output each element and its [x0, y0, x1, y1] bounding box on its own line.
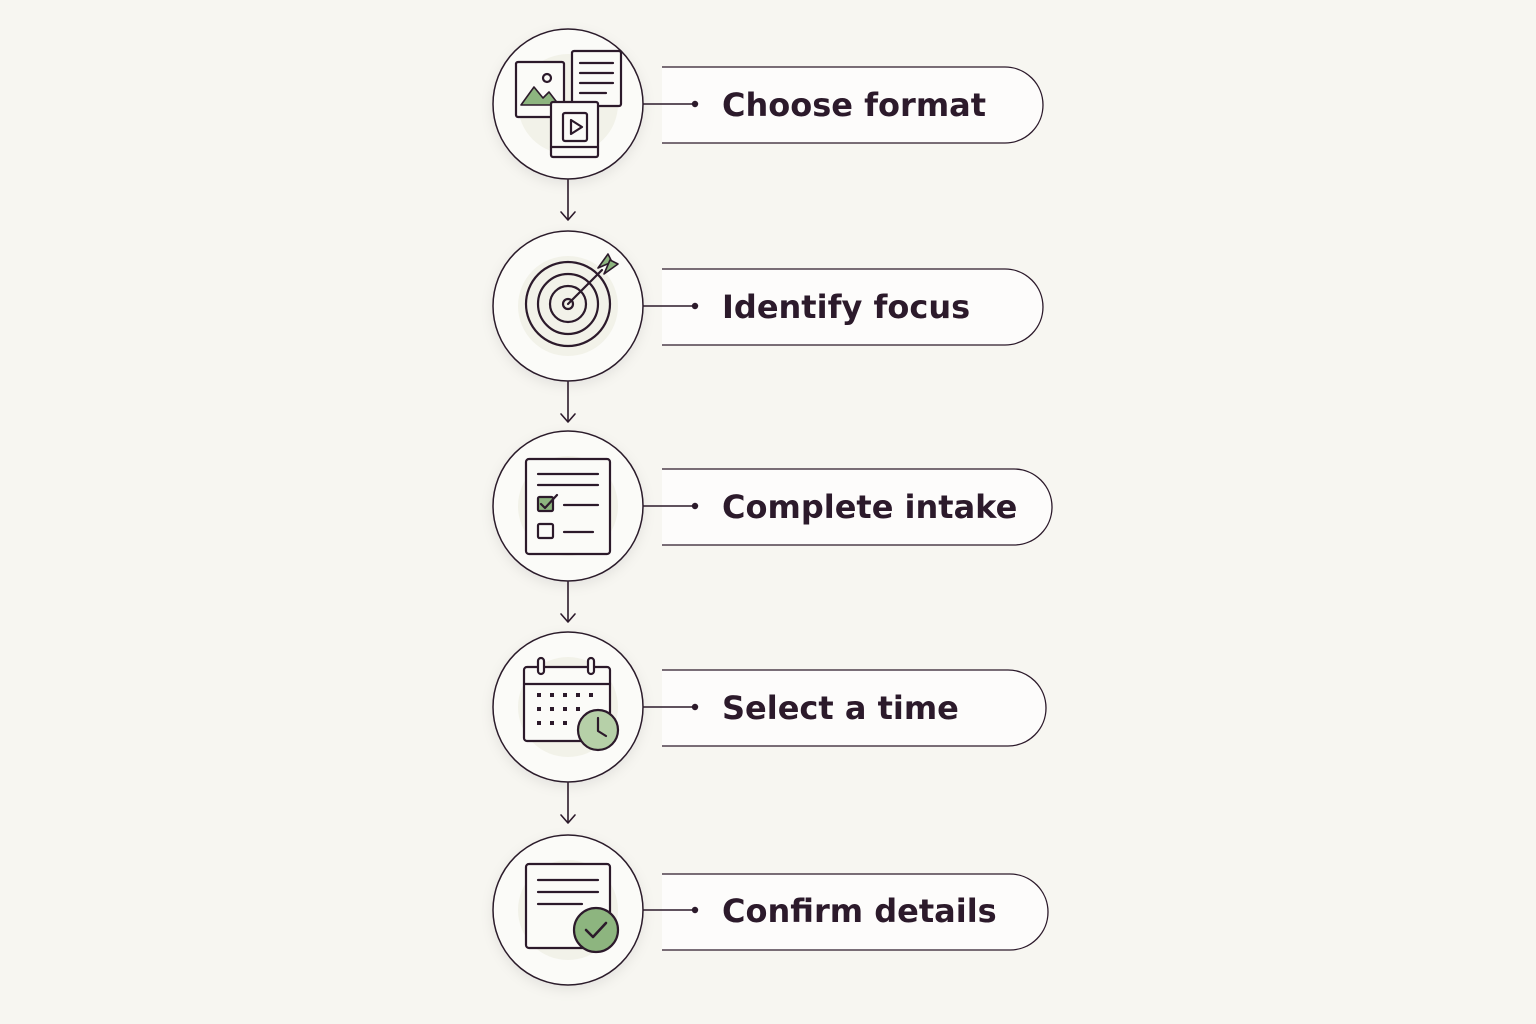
checklist-form-icon — [518, 456, 618, 556]
step-label-pill — [662, 268, 1044, 346]
step-select-a-time: Select a time — [492, 631, 1047, 783]
connector-dot — [691, 100, 699, 108]
connector-dot — [691, 703, 699, 711]
connector-dot — [691, 302, 699, 310]
connector-dot — [691, 502, 699, 510]
step-label-pill — [662, 66, 1044, 144]
step-label: Choose format — [722, 86, 986, 124]
step-label: Identify focus — [722, 288, 970, 326]
target-icon — [518, 253, 619, 356]
step-label-pill — [662, 468, 1053, 546]
step-label-pill — [662, 669, 1047, 747]
step-label-pill — [662, 873, 1049, 951]
step-label: Confirm details — [722, 892, 997, 930]
step-choose-format: Choose format — [492, 28, 1044, 180]
step-complete-intake: Complete intake — [492, 430, 1053, 582]
flow-arrow — [560, 782, 576, 824]
document-check-icon — [518, 860, 620, 960]
step-identify-focus: Identify focus — [492, 230, 1044, 382]
step-confirm-details: Confirm details — [492, 834, 1049, 986]
flow-arrow — [560, 581, 576, 623]
step-label: Complete intake — [722, 488, 1017, 526]
flow-arrow — [560, 381, 576, 423]
connector-dot — [691, 906, 699, 914]
calendar-clock-icon — [518, 656, 620, 757]
media-files-icon — [514, 49, 623, 159]
flow-arrow — [560, 179, 576, 221]
step-label: Select a time — [722, 689, 959, 727]
